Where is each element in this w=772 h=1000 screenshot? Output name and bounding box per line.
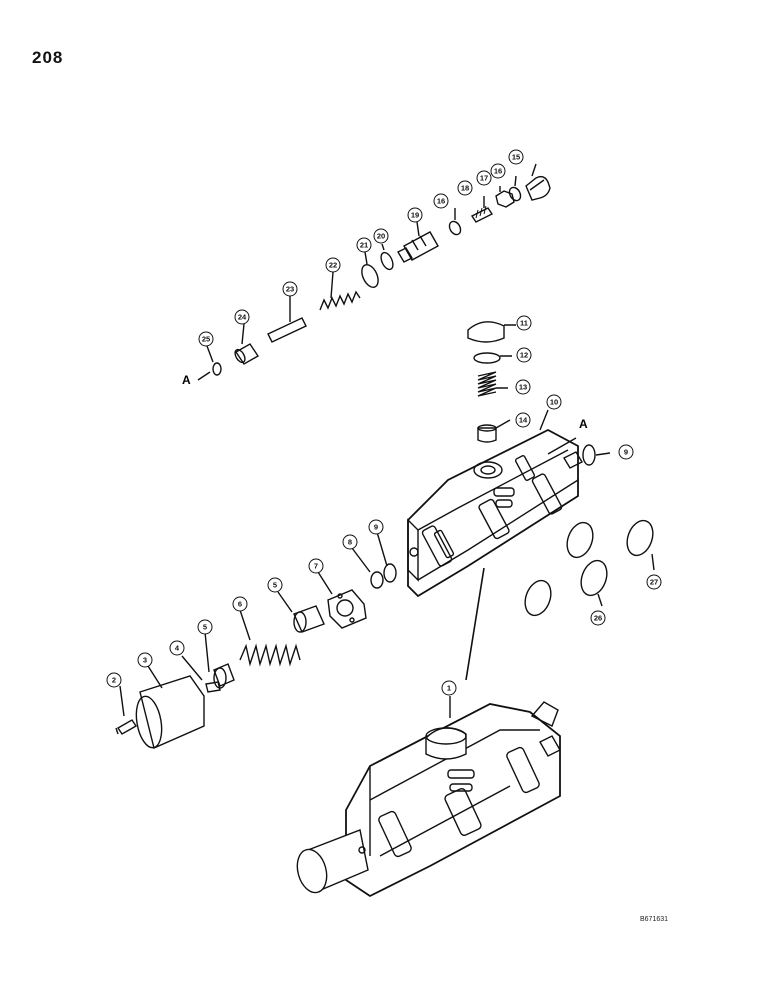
callout-5-left: 5 (203, 623, 207, 632)
plate-7 (327, 589, 367, 629)
callout-23: 23 (286, 285, 294, 294)
washer-8 (370, 571, 384, 589)
callout-27: 27 (650, 578, 658, 587)
page-number: 208 (32, 48, 64, 67)
plug-11 (467, 321, 505, 343)
washer-16-lower (448, 220, 462, 236)
spring-seat-5-right (293, 605, 325, 633)
callout-13: 13 (519, 383, 527, 392)
seat-24 (235, 343, 259, 365)
callout-25: 25 (202, 335, 210, 344)
callout-1: 1 (447, 684, 451, 693)
washer-16-upper (508, 186, 522, 202)
o-ring-9-left (383, 563, 397, 583)
end-cap-3 (139, 675, 205, 749)
callout-15: 15 (512, 153, 520, 162)
reference-letter-a-left: A (182, 373, 191, 387)
callout-17: 17 (480, 174, 488, 183)
spring-13 (477, 371, 497, 397)
pin-23 (267, 317, 307, 343)
callout-18: 18 (461, 184, 469, 193)
seal-ring-b (626, 519, 654, 557)
valve-body-19 (403, 231, 439, 261)
nut-17 (495, 190, 515, 208)
screw-2 (115, 719, 137, 735)
callout-16-upper: 16 (494, 167, 502, 176)
spring-seat-5-left (213, 663, 235, 687)
screw-18 (470, 207, 494, 223)
callout-6: 6 (238, 600, 242, 609)
callout-4: 4 (175, 644, 180, 653)
callout-8: 8 (348, 538, 352, 547)
seal-ring-d (524, 579, 552, 617)
callout-19: 19 (411, 211, 419, 220)
callout-21: 21 (360, 241, 368, 250)
relief-valve-assembly (197, 163, 551, 381)
callout-10: 10 (550, 398, 558, 407)
o-ring-20 (380, 251, 394, 271)
callout-20: 20 (377, 232, 385, 241)
callout-22: 22 (329, 261, 337, 270)
callout-7: 7 (314, 562, 318, 571)
callout-24: 24 (238, 313, 247, 322)
callout-12: 12 (520, 351, 528, 360)
spool-end-group (115, 531, 397, 749)
callout-3: 3 (143, 656, 147, 665)
seal-ring-c (580, 559, 608, 597)
seal-rings (524, 519, 655, 617)
seal-ring-a (566, 521, 594, 559)
o-ring-12 (473, 352, 501, 364)
spring-6 (239, 643, 301, 667)
callout-11: 11 (520, 319, 528, 328)
callout-16-lower: 16 (437, 197, 445, 206)
valve-body-section-10 (407, 321, 611, 598)
washer-21 (361, 264, 379, 288)
drawing-code: B671631 (640, 916, 669, 923)
callout-14: 14 (519, 416, 528, 425)
spring-22 (319, 290, 361, 311)
o-ring-9-right (582, 444, 596, 466)
cap-nut-15 (525, 175, 551, 201)
poppet-14 (477, 427, 497, 443)
callout-5-right: 5 (273, 581, 277, 590)
callout-9-right: 9 (624, 448, 628, 457)
o-ring-25 (212, 362, 222, 376)
callout-9-left: 9 (374, 523, 378, 532)
callout-26: 26 (594, 614, 602, 623)
assembled-valve-1 (296, 696, 561, 898)
reference-letter-a-right: A (579, 417, 588, 431)
callout-2: 2 (112, 676, 116, 685)
